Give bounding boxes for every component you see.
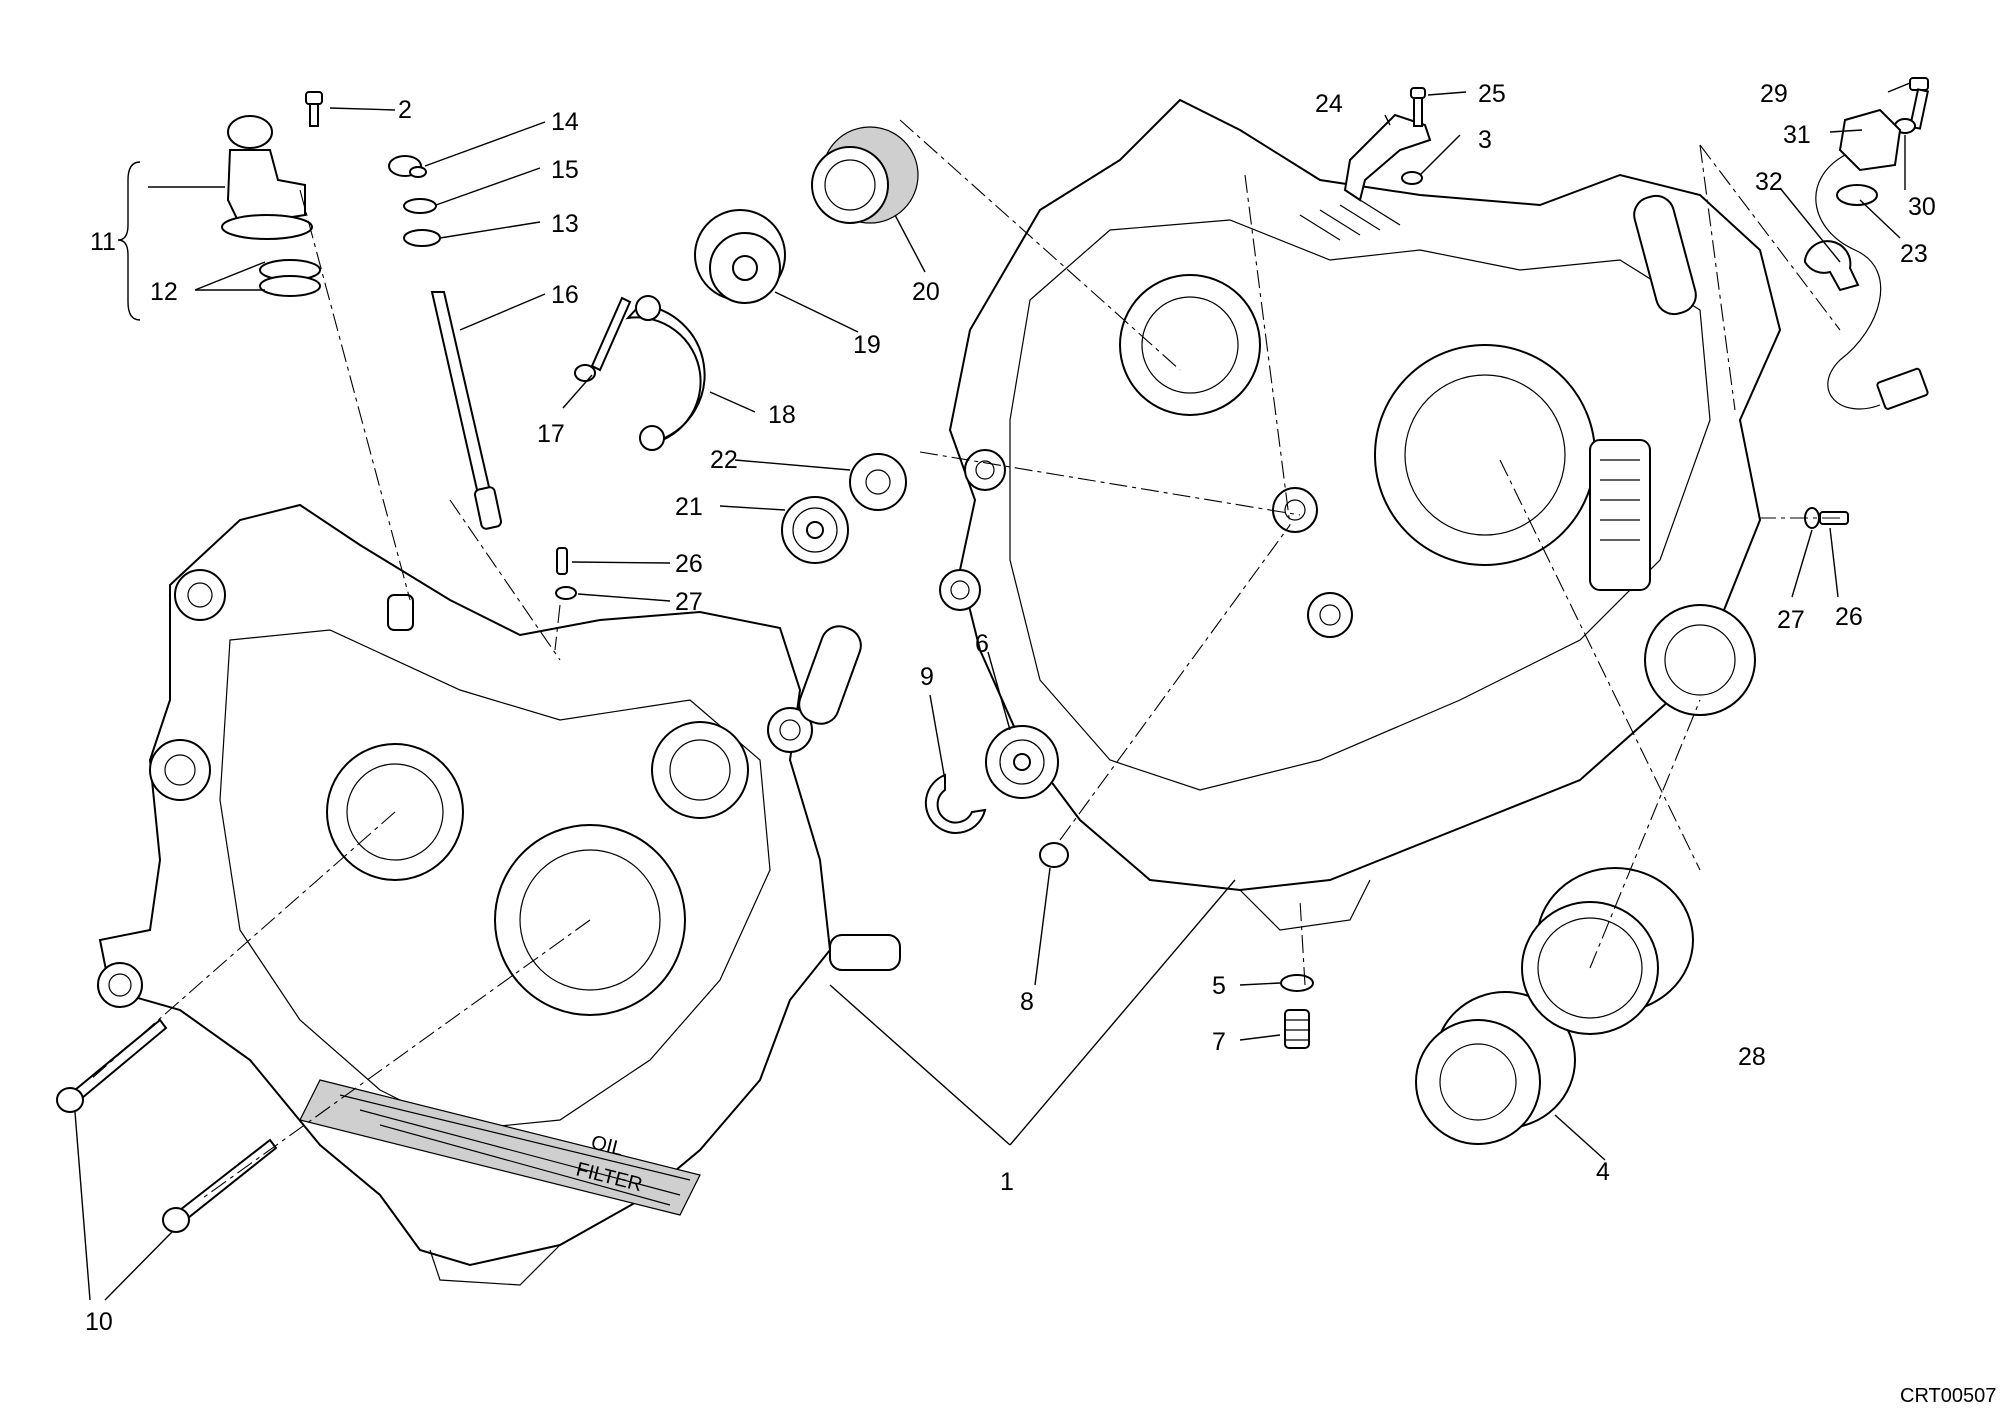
callout-10: 10 bbox=[85, 1308, 113, 1336]
callout-20: 20 bbox=[912, 278, 940, 306]
washer-3 bbox=[1401, 171, 1423, 185]
retainer-18 bbox=[625, 295, 706, 451]
callout-2: 2 bbox=[398, 96, 412, 124]
left-crankcase-half: OIL FILTER bbox=[97, 503, 901, 1286]
bolt-10-upper bbox=[56, 1018, 168, 1113]
bearing-6 bbox=[985, 725, 1059, 799]
seal-28 bbox=[1521, 867, 1694, 1035]
callout-29: 29 bbox=[1760, 80, 1788, 108]
callout-15: 15 bbox=[551, 156, 579, 184]
callout-labels: 1 2 3 4 5 6 7 8 9 10 11 12 13 14 15 16 1… bbox=[85, 80, 1936, 1336]
callout-13: 13 bbox=[551, 210, 579, 238]
callout-3: 3 bbox=[1478, 126, 1492, 154]
sensor-assembly bbox=[221, 115, 321, 297]
bracket-24 bbox=[1343, 113, 1432, 202]
clip-9 bbox=[924, 773, 987, 834]
oring-8 bbox=[1039, 842, 1069, 868]
callout-26-left: 26 bbox=[675, 550, 703, 578]
bearing-19 bbox=[694, 209, 786, 304]
callout-7: 7 bbox=[1212, 1028, 1226, 1056]
callout-18: 18 bbox=[768, 401, 796, 429]
drawing-code: CRT00507 bbox=[1900, 1385, 1996, 1407]
seal-20 bbox=[811, 126, 919, 224]
screw-17 bbox=[574, 296, 632, 382]
callout-21: 21 bbox=[675, 493, 703, 521]
callout-22: 22 bbox=[710, 446, 738, 474]
callout-30: 30 bbox=[1908, 193, 1936, 221]
callout-27-left: 27 bbox=[675, 588, 703, 616]
callout-23: 23 bbox=[1900, 240, 1928, 268]
callout-31: 31 bbox=[1783, 121, 1811, 149]
leader-lines bbox=[74, 82, 1911, 1301]
callout-14: 14 bbox=[551, 108, 579, 136]
washer-22 bbox=[849, 453, 907, 511]
callout-12: 12 bbox=[150, 278, 178, 306]
speed-sensor bbox=[1804, 77, 1930, 410]
bearing-4 bbox=[1415, 991, 1576, 1145]
callout-16: 16 bbox=[551, 281, 579, 309]
callout-28: 28 bbox=[1738, 1043, 1766, 1071]
callout-27-right: 27 bbox=[1777, 606, 1805, 634]
callout-4: 4 bbox=[1596, 1158, 1610, 1186]
callout-6: 6 bbox=[975, 630, 989, 658]
callout-17: 17 bbox=[537, 420, 565, 448]
ring-27-left bbox=[555, 586, 577, 600]
callout-8: 8 bbox=[1020, 988, 1034, 1016]
callout-19: 19 bbox=[853, 331, 881, 359]
callout-11: 11 bbox=[90, 228, 116, 256]
callout-24: 24 bbox=[1315, 90, 1343, 118]
assembly-axes bbox=[89, 119, 1841, 1201]
bearing-21 bbox=[781, 496, 849, 564]
callout-32: 32 bbox=[1755, 168, 1783, 196]
bolt-10-lower bbox=[162, 1138, 278, 1233]
dipstick-assembly bbox=[388, 155, 503, 530]
bolt-25 bbox=[1410, 87, 1426, 127]
callout-9: 9 bbox=[920, 663, 934, 691]
callout-26-right: 26 bbox=[1835, 603, 1863, 631]
callout-25: 25 bbox=[1478, 80, 1506, 108]
washer-5 bbox=[1280, 974, 1314, 992]
right-crankcase-half bbox=[939, 98, 1782, 931]
plug-7 bbox=[1284, 1009, 1310, 1049]
pin-26-left bbox=[556, 547, 568, 575]
bolt-2 bbox=[305, 91, 323, 127]
callout-5: 5 bbox=[1212, 972, 1226, 1000]
callout-1: 1 bbox=[1000, 1168, 1014, 1196]
